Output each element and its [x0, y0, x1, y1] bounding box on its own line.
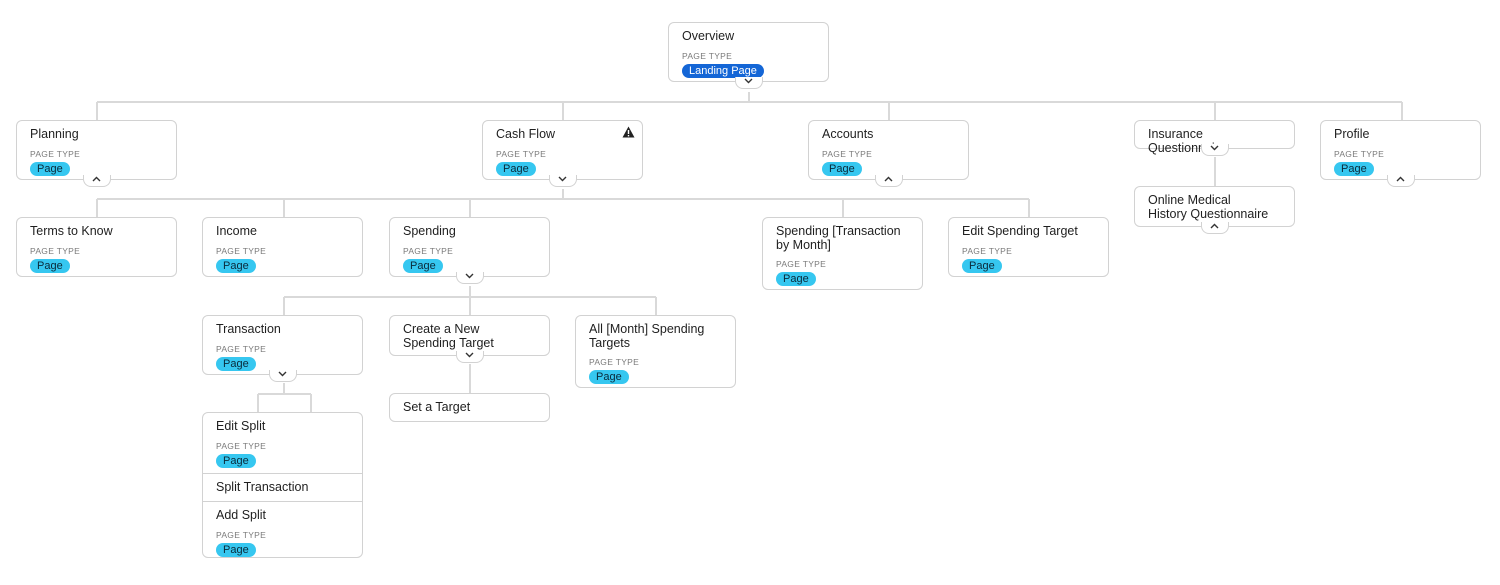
page-type-badge: Page	[216, 356, 256, 371]
node-title: Set a Target	[403, 400, 471, 414]
page-type-badge: Landing Page	[682, 63, 764, 78]
node-title: Planning	[30, 127, 79, 141]
chevron-up-icon	[92, 176, 101, 182]
page-type-badge: Page	[216, 453, 256, 468]
node-accounts[interactable]: Accounts PAGE TYPE Page	[808, 120, 969, 187]
node-online-medical-history-questionnaire[interactable]: Online Medical History Questionnaire	[1134, 186, 1295, 234]
chevron-up-icon	[1396, 176, 1405, 182]
node-title: Profile	[1334, 127, 1370, 141]
page-type-label: PAGE TYPE	[496, 148, 547, 159]
node-create-new-spending-target[interactable]: Create a New Spending Target	[389, 315, 550, 363]
expand-toggle[interactable]	[268, 370, 297, 382]
page-type-label: PAGE TYPE	[682, 50, 733, 61]
page-type-label: PAGE TYPE	[30, 148, 81, 159]
collapse-toggle[interactable]	[1386, 175, 1415, 187]
page-type-label: PAGE TYPE	[776, 259, 827, 269]
page-type-label: PAGE TYPE	[403, 245, 454, 256]
node-title: Spending [Transaction by Month]	[776, 224, 901, 252]
node-title: Add Split	[216, 508, 267, 522]
chevron-down-icon	[1210, 145, 1219, 151]
node-title: Transaction	[216, 322, 281, 336]
node-title: Edit Spending Target	[962, 224, 1078, 238]
node-spending-transaction-by-month[interactable]: Spending [Transaction by Month] PAGE TYP…	[762, 217, 923, 290]
chevron-up-icon	[1210, 223, 1219, 229]
page-type-label: PAGE TYPE	[216, 529, 267, 540]
chevron-down-icon	[465, 273, 474, 279]
page-type-badge: Page	[822, 161, 862, 176]
chevron-down-icon	[744, 78, 753, 84]
expand-toggle[interactable]	[734, 77, 763, 89]
node-overview[interactable]: Overview PAGE TYPE Landing Page	[668, 22, 829, 89]
collapse-toggle[interactable]	[1200, 222, 1229, 234]
node-title: Split Transaction	[216, 480, 309, 494]
page-type-label: PAGE TYPE	[30, 245, 81, 256]
node-title: Cash Flow	[496, 127, 556, 141]
node-title: Accounts	[822, 127, 874, 141]
page-type-label: PAGE TYPE	[216, 440, 267, 451]
chevron-up-icon	[884, 176, 893, 182]
warning-icon	[622, 126, 635, 138]
page-type-label: PAGE TYPE	[216, 245, 267, 256]
chevron-down-icon	[558, 176, 567, 182]
node-title: Edit Split	[216, 419, 266, 433]
node-spending[interactable]: Spending PAGE TYPE Page	[389, 217, 550, 284]
node-set-a-target[interactable]: Set a Target	[389, 393, 550, 422]
expand-toggle[interactable]	[548, 175, 577, 187]
page-type-label: PAGE TYPE	[216, 343, 267, 354]
chevron-down-icon	[465, 352, 474, 358]
node-add-split[interactable]: Add Split PAGE TYPE Page	[203, 501, 362, 558]
page-type-label: PAGE TYPE	[962, 245, 1013, 256]
node-profile[interactable]: Profile PAGE TYPE Page	[1320, 120, 1481, 187]
node-cash-flow[interactable]: Cash Flow PAGE TYPE Page	[482, 120, 643, 187]
page-type-badge: Page	[216, 542, 256, 557]
collapse-toggle[interactable]	[82, 175, 111, 187]
node-insurance-questionnaire[interactable]: Insurance Questionnaire	[1134, 120, 1295, 156]
node-title: All [Month] Spending Targets	[589, 322, 705, 350]
node-title: Income	[216, 224, 257, 238]
expand-toggle[interactable]	[455, 351, 484, 363]
node-title: Terms to Know	[30, 224, 113, 238]
page-type-badge: Page	[403, 258, 443, 273]
node-transaction[interactable]: Transaction PAGE TYPE Page	[202, 315, 363, 382]
page-type-badge: Page	[962, 258, 1002, 273]
expand-toggle[interactable]	[1200, 144, 1229, 156]
page-type-badge: Page	[776, 272, 816, 286]
node-title: Create a New Spending Target	[403, 322, 494, 350]
node-terms-to-know[interactable]: Terms to Know PAGE TYPE Page	[16, 217, 177, 277]
chevron-down-icon	[278, 371, 287, 377]
node-title: Spending	[403, 224, 456, 238]
node-planning[interactable]: Planning PAGE TYPE Page	[16, 120, 177, 187]
node-income[interactable]: Income PAGE TYPE Page	[202, 217, 363, 277]
page-type-badge: Page	[589, 370, 629, 384]
node-all-month-spending-targets[interactable]: All [Month] Spending Targets PAGE TYPE P…	[575, 315, 736, 388]
page-type-label: PAGE TYPE	[1334, 148, 1385, 159]
page-type-label: PAGE TYPE	[822, 148, 873, 159]
node-edit-spending-target[interactable]: Edit Spending Target PAGE TYPE Page	[948, 217, 1109, 277]
page-type-badge: Page	[216, 258, 256, 273]
page-type-badge: Page	[30, 161, 70, 176]
node-edit-split[interactable]: Edit Split PAGE TYPE Page	[216, 419, 349, 473]
collapse-toggle[interactable]	[874, 175, 903, 187]
page-type-badge: Page	[30, 258, 70, 273]
page-type-badge: Page	[1334, 161, 1374, 176]
page-type-badge: Page	[496, 161, 536, 176]
node-title: Overview	[682, 29, 735, 43]
node-split-group: Edit Split PAGE TYPE Page Split Transact…	[202, 412, 363, 558]
node-split-transaction[interactable]: Split Transaction	[203, 473, 362, 501]
expand-toggle[interactable]	[455, 272, 484, 284]
node-title: Online Medical History Questionnaire	[1148, 193, 1269, 221]
page-type-label: PAGE TYPE	[589, 357, 640, 367]
